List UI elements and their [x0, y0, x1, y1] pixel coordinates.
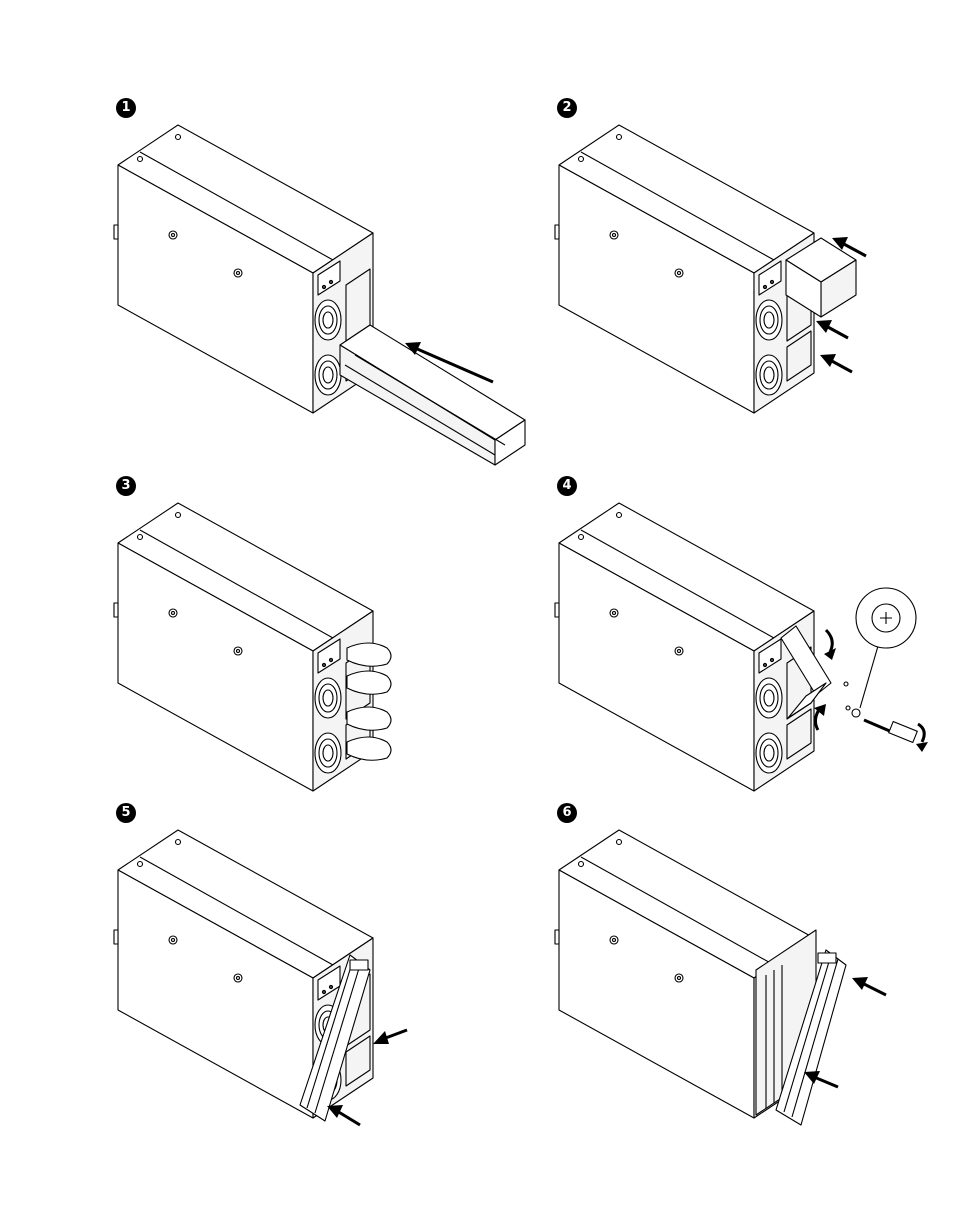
- step-1-number: 1: [116, 98, 136, 118]
- magnifier-callout-icon: [856, 588, 916, 708]
- step-3-illustration: [115, 498, 535, 818]
- step-6-illustration: [556, 825, 954, 1145]
- step-4-illustration: [556, 498, 954, 818]
- screwdriver-icon: [864, 720, 928, 752]
- arrow-icon: [327, 1105, 360, 1125]
- step-4-number: 4: [557, 476, 577, 496]
- arrow-icon: [820, 354, 852, 372]
- arrow-icon: [852, 977, 886, 995]
- screw-icon: [844, 682, 860, 717]
- arrow-icon: [373, 1030, 407, 1044]
- step-2-illustration: [556, 120, 954, 440]
- battery-module: [340, 325, 525, 465]
- step-5-illustration: [115, 825, 535, 1145]
- step-1-illustration: [115, 120, 535, 440]
- arrow-icon: [816, 320, 848, 338]
- step-3-number: 3: [116, 476, 136, 496]
- step-2-number: 2: [557, 98, 577, 118]
